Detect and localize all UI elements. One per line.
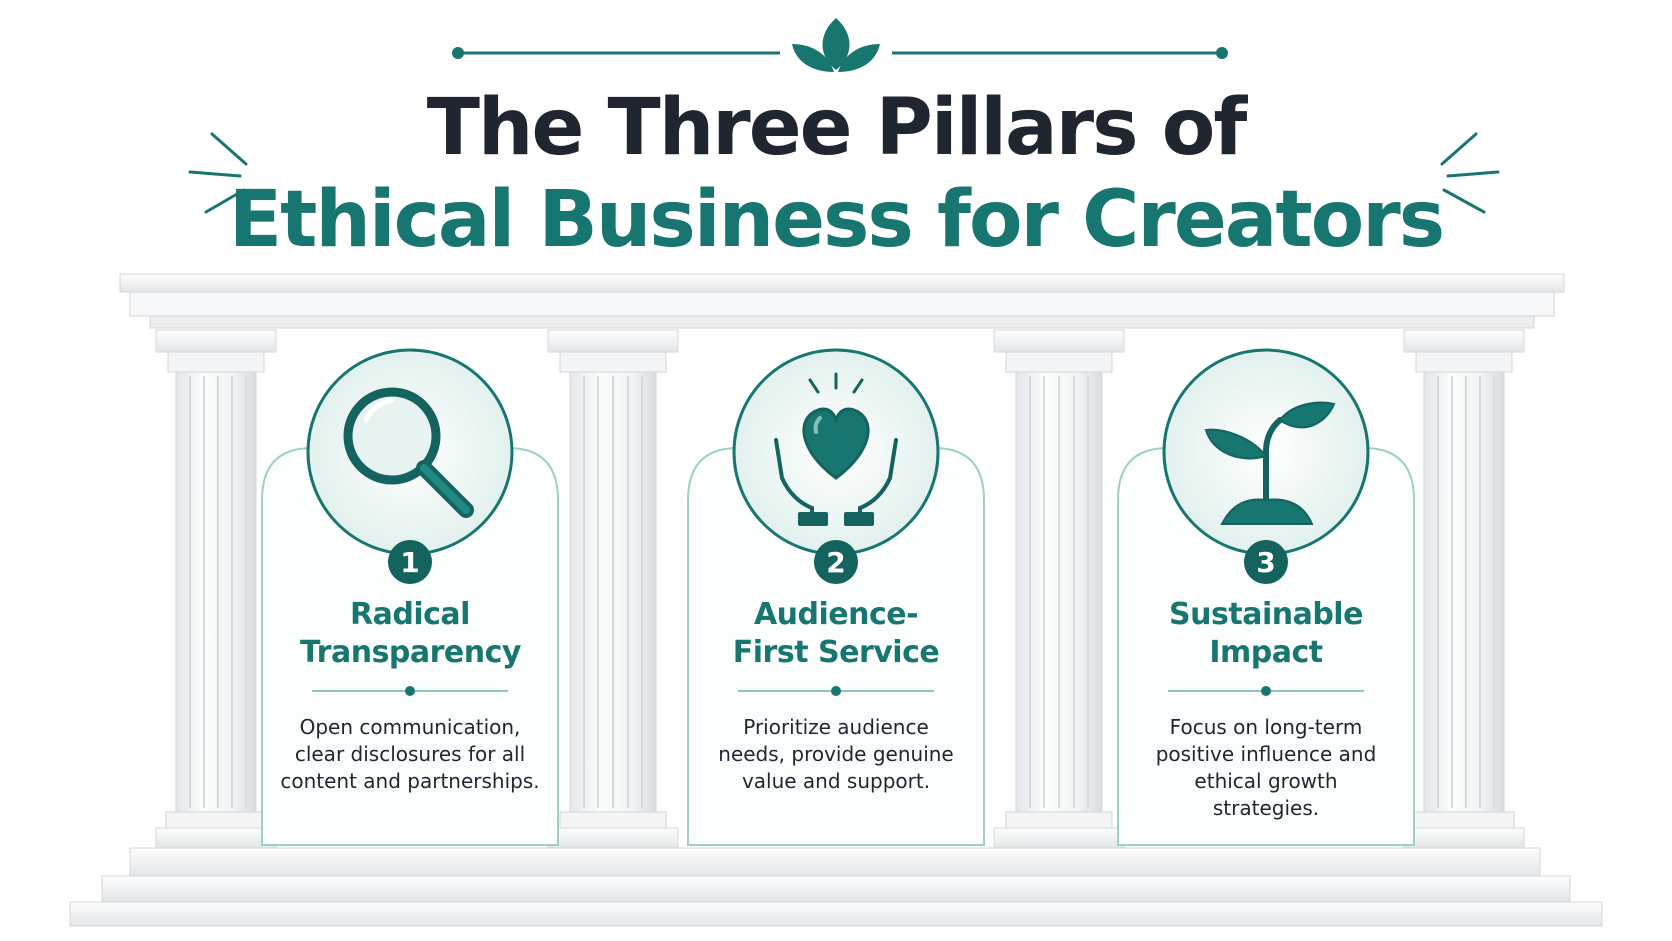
magnifying-glass-icon	[343, 387, 474, 518]
pillar-title: Radical Transparency	[300, 597, 521, 670]
sprout-icon	[1204, 401, 1336, 525]
column-1	[155, 329, 277, 849]
roof-top	[119, 273, 1565, 293]
sparkle-right-icon	[1440, 132, 1500, 214]
pillar-description: Open communication, clear disclosures fo…	[280, 715, 540, 793]
pillar-3: 3 Sustainable Impact Focus on long-term …	[1116, 540, 1416, 822]
sparkle-left-icon	[188, 132, 248, 214]
roof-base	[149, 315, 1535, 329]
pillar-description: Focus on long-term positive influence an…	[1155, 715, 1377, 820]
ornament-dot-right	[1216, 47, 1228, 59]
roof-band	[129, 291, 1555, 317]
pillar-description: Prioritize audience needs, provide genui…	[718, 715, 954, 793]
pillar-number-badge: 2	[814, 540, 858, 584]
pillar-divider	[738, 686, 934, 696]
ornament-dot-left	[452, 47, 464, 59]
pillar-1: 1 Radical Transparency Open communicatio…	[260, 540, 560, 795]
heart-in-hands-icon	[774, 372, 898, 526]
header-ornament	[452, 18, 1228, 72]
pillar-number-badge: 1	[388, 540, 432, 584]
pillar-number-badge: 3	[1244, 540, 1288, 584]
pillar-2: 2 Audience-First Service Prioritize audi…	[686, 540, 986, 795]
title-line-2: Ethical Business for Creators	[228, 175, 1445, 265]
step-1	[129, 847, 1541, 877]
title-line-1: The Three Pillars of	[426, 83, 1248, 173]
title-block: The Three Pillars of Ethical Business fo…	[0, 82, 1672, 266]
column-4	[1403, 329, 1525, 849]
column-3	[993, 329, 1125, 849]
pillar-divider	[1168, 686, 1364, 696]
pillar-title: Sustainable Impact	[1169, 597, 1363, 670]
pillar-divider	[312, 686, 508, 696]
column-2	[547, 329, 679, 849]
leaf-icon	[792, 18, 880, 72]
step-3	[69, 901, 1603, 927]
step-2	[101, 875, 1571, 903]
pillar-title: Audience-First Service	[732, 597, 940, 670]
